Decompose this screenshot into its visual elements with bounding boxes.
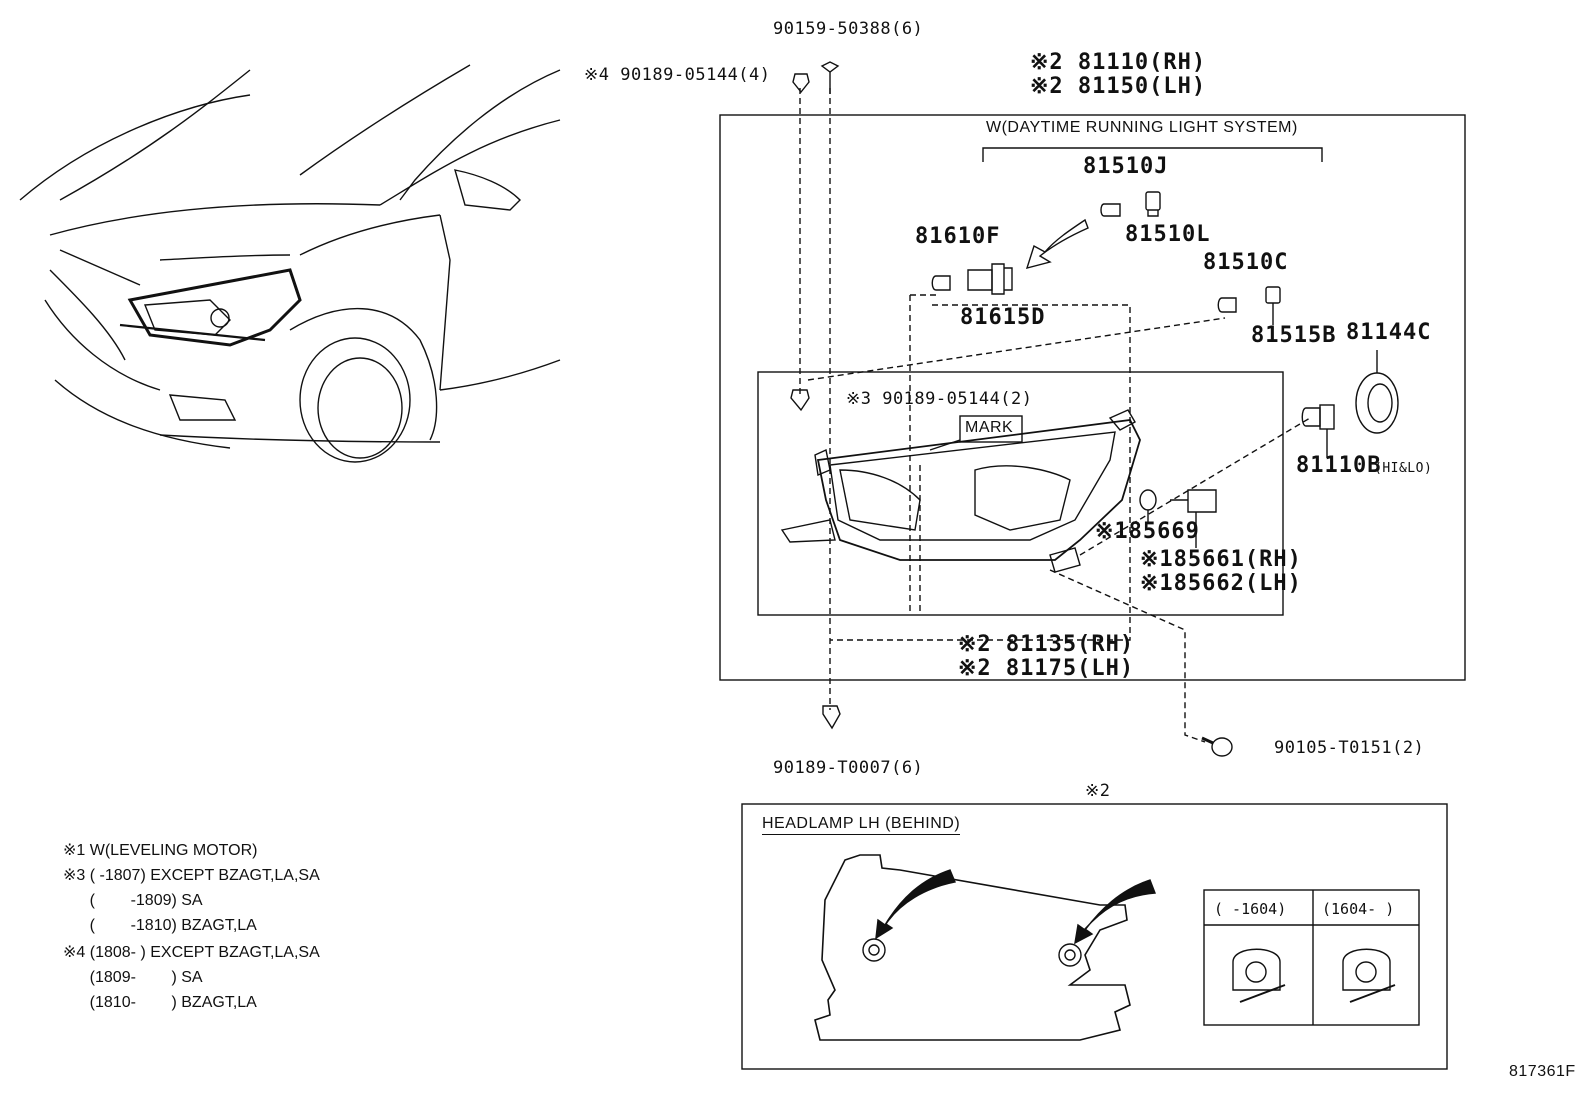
clip-icon-bottom: [822, 705, 841, 730]
unit-box: [757, 371, 1284, 616]
callout-81610F: 81610F: [915, 224, 1001, 249]
callout-unit-rh: ※2 81135(RH): [958, 632, 1135, 657]
arrow-icon: [1025, 218, 1089, 269]
note-line-7: (1810- ) BZAGT,LA: [63, 994, 257, 1011]
oring-85669-icon: [1139, 489, 1157, 522]
socket-81615D-icon: [967, 263, 1013, 295]
screw-icon-bottom: [1201, 736, 1233, 757]
reference-mark-2: ※2: [1085, 781, 1111, 801]
mark-box: [959, 415, 1023, 443]
bulb-81610F-icon: [931, 275, 951, 291]
callout-81110B: 81110B: [1296, 453, 1382, 478]
behind-view-title: HEADLAMP LH (BEHIND): [762, 816, 961, 835]
callout-81510C: 81510C: [1203, 250, 1289, 275]
note-line-5: ※4 (1808- ) EXCEPT BZAGT,LA,SA: [63, 944, 320, 961]
callout-81510J: 81510J: [1083, 154, 1169, 179]
callout-81515B: 81515B: [1251, 323, 1337, 348]
leveling-motor-icon: [1170, 489, 1217, 548]
callout-81615D: 81615D: [960, 305, 1046, 330]
callout-81144C: 81144C: [1346, 320, 1432, 345]
table-header-col2: (1604- ): [1322, 900, 1395, 918]
socket-81510L-icon: [1145, 191, 1161, 217]
note-line-1: ※1 W(LEVELING MOTOR): [63, 842, 258, 859]
nut-icon-top: [820, 61, 840, 94]
bulb-81510J-icon: [1100, 203, 1121, 217]
callout-screw-bottom: 90105-T0151(2): [1274, 738, 1425, 758]
callout-clip-mid: ※3 90189-05144(2): [846, 389, 1033, 409]
clip-icon-mid: [790, 389, 810, 412]
callout-81510L: 81510L: [1125, 222, 1211, 247]
callout-nut-top: 90159-50388(6): [773, 19, 924, 39]
headlamp-behind-drawing: [814, 854, 1156, 1041]
clip-icon-top: [792, 73, 810, 94]
callout-unit-lh: ※2 81175(LH): [958, 656, 1135, 681]
bulb-81510C-icon: [1217, 297, 1237, 313]
cover-81144C-icon: [1355, 350, 1399, 434]
vehicle-front-illustration: [19, 64, 561, 463]
callout-81110B-note: (HI&LO): [1374, 461, 1433, 476]
note-line-6: (1809- ) SA: [63, 969, 203, 986]
assembly-box: [719, 114, 1466, 681]
note-line-4: ( -1810) BZAGT,LA: [63, 917, 257, 934]
bulb-81110B-icon: [1301, 404, 1335, 458]
drl-system-note: W(DAYTIME RUNNING LIGHT SYSTEM): [986, 119, 1298, 136]
callout-motor-lh: ※185662(LH): [1140, 571, 1302, 596]
behind-view-box: [741, 803, 1448, 1070]
callout-motor-rh: ※185661(RH): [1140, 547, 1302, 572]
callout-assembly-lh: ※2 81150(LH): [1030, 74, 1207, 99]
callout-clip-bottom: 90189-T0007(6): [773, 758, 924, 778]
note-line-2: ※3 ( -1807) EXCEPT BZAGT,LA,SA: [63, 867, 320, 884]
note-line-3: ( -1809) SA: [63, 892, 203, 909]
callout-oring: ※185669: [1095, 519, 1200, 544]
socket-81515B-icon: [1265, 286, 1281, 325]
headlamp-unit-drawing: [780, 409, 1141, 573]
table-header-col1: ( -1604): [1214, 900, 1287, 918]
figure-id: 817361F: [1509, 1063, 1576, 1080]
mark-label: MARK: [965, 419, 1014, 436]
callout-assembly-rh: ※2 81110(RH): [1030, 50, 1207, 75]
callout-clip-top-left: ※4 90189-05144(4): [584, 65, 771, 85]
bracket-version-table: [1203, 889, 1420, 1026]
